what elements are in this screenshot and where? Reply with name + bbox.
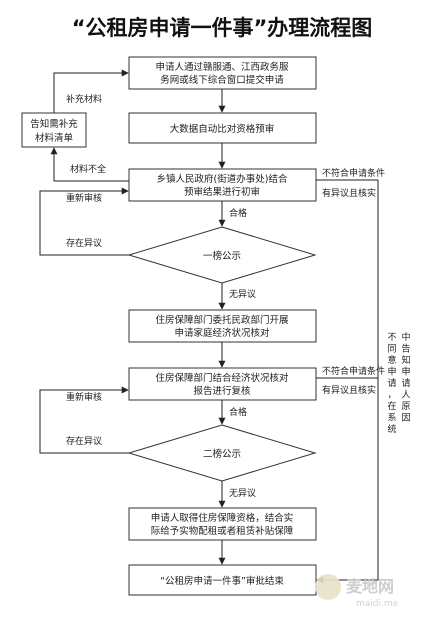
node-bigdata: 大数据自动比对资格预审: [128, 112, 317, 144]
label-qualified-1: 合格: [229, 207, 247, 219]
review-loop-2: [39, 386, 129, 454]
node-end-label: “公租房申请一件事”审批结束: [160, 575, 284, 587]
node-civil-affairs-line2: 申请家庭经济状况核对: [174, 327, 270, 339]
node-civil-affairs: 住房保障部门委托民政部门开展 申请家庭经济状况核对: [128, 309, 317, 343]
node-second-publicity: 二榜公示: [127, 424, 317, 482]
node-end: “公租房申请一件事”审批结束: [128, 564, 317, 596]
label-objection-1: 存在异议: [66, 237, 102, 249]
reject-path: [316, 179, 379, 584]
node-bigdata-label: 大数据自动比对资格预审: [170, 123, 275, 135]
label-material-incomplete: 材料不全: [70, 163, 106, 175]
node-first-publicity: 一榜公示: [127, 226, 317, 284]
node-qualification: 申请人取得住房保障资格，结合实 际给予实物配租或者租赁补贴保障: [128, 507, 317, 541]
label-objection-verified-1: 有异议且核实: [322, 187, 376, 199]
label-no-objection-2: 无异议: [229, 488, 256, 499]
node-submit-line2: 务网或线下综合窗口提交申请: [160, 74, 284, 86]
node-qualification-line2: 际给予实物配租或者租赁补贴保障: [151, 525, 294, 537]
node-supplement-line1: 告知需补充: [30, 118, 78, 130]
label-objection-2: 存在异议: [66, 435, 102, 447]
node-submit: 申请人通过赣服通、江西政务服 务网或线下综合窗口提交申请: [128, 56, 317, 90]
watermark-text: 麦地网: [346, 577, 394, 596]
node-second-publicity-label: 二榜公示: [203, 448, 241, 460]
node-recheck-line1: 住房保障部门结合经济状况核对: [155, 372, 289, 384]
node-initial-review-line1: 乡镇人民政府(街道办事处)结合: [157, 173, 288, 185]
label-not-meet-1: 不符合申请条件: [322, 167, 385, 179]
node-civil-affairs-line1: 住房保障部门委托民政部门开展: [155, 314, 289, 326]
node-supplement: 告知需补充 材料清单: [21, 112, 87, 148]
node-submit-line1: 申请人通过赣服通、江西政务服: [155, 61, 289, 73]
node-recheck-line2: 报告进行复核: [193, 385, 251, 397]
label-objection-verified-2: 有异议且核实: [322, 384, 376, 396]
node-initial-review-line2: 预审结果进行初审: [184, 186, 260, 198]
watermark-logo-icon: [315, 574, 341, 600]
reject-notice-column-2: 不同意申请，在系统: [387, 332, 396, 435]
label-qualified-2: 合格: [229, 406, 247, 418]
label-re-review-2: 重新审核: [66, 391, 102, 403]
node-first-publicity-label: 一榜公示: [203, 250, 241, 262]
node-initial-review: 乡镇人民政府(街道办事处)结合 预审结果进行初审: [128, 168, 317, 202]
watermark-sub: maidi.me: [356, 599, 399, 609]
label-re-review-1: 重新审核: [66, 192, 102, 204]
label-no-objection-1: 无异议: [229, 289, 256, 300]
supplement-loop: [50, 69, 129, 182]
review-loop-1: [39, 187, 129, 256]
reject-notice-column-1: 中告知申请人原因: [401, 331, 410, 424]
node-supplement-line2: 材料清单: [35, 132, 74, 144]
page-title: “公租房申请一件事”办理流程图: [72, 16, 373, 40]
label-not-meet-2: 不符合申请条件: [322, 365, 385, 377]
node-recheck: 住房保障部门结合经济状况核对 报告进行复核: [128, 367, 317, 401]
watermark: 麦地网 maidi.me: [315, 574, 399, 609]
label-supplement-material: 补充材料: [66, 93, 102, 105]
node-qualification-line1: 申请人取得住房保障资格，结合实: [151, 512, 294, 524]
